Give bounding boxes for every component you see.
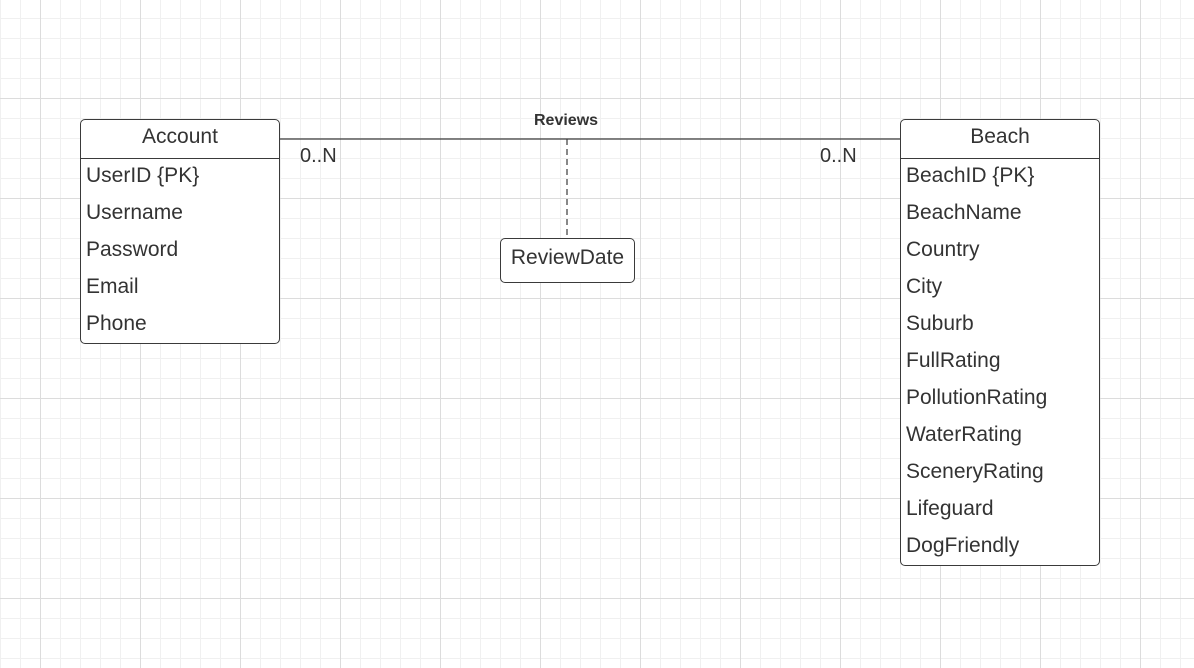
entity-beach[interactable]: Beach BeachID {PK} BeachName Country Cit… bbox=[900, 119, 1100, 566]
left-multiplicity[interactable]: 0..N bbox=[300, 145, 337, 167]
relationship-attribute-box[interactable]: ReviewDate bbox=[500, 238, 635, 283]
attribute-item: BeachName bbox=[906, 201, 1022, 224]
relationship-attribute-text: ReviewDate bbox=[510, 246, 625, 269]
attribute-item: Email bbox=[86, 275, 139, 298]
attribute-item: WaterRating bbox=[906, 423, 1022, 446]
entity-beach-attributes: BeachID {PK} BeachName Country City Subu… bbox=[901, 159, 1099, 566]
attribute-item: PollutionRating bbox=[906, 386, 1048, 409]
attribute-item: BeachID {PK} bbox=[906, 164, 1035, 187]
attribute-item: Phone bbox=[86, 312, 147, 335]
attribute-item: Username bbox=[86, 201, 183, 224]
attribute-item: FullRating bbox=[906, 349, 1001, 372]
attribute-item: Password bbox=[86, 238, 179, 261]
attribute-item: Country bbox=[906, 238, 980, 261]
attribute-item: DogFriendly bbox=[906, 534, 1020, 557]
attribute-item: City bbox=[906, 275, 943, 298]
entity-account-attributes: UserID {PK} Username Password Email Phon… bbox=[81, 159, 279, 344]
attribute-item: SceneryRating bbox=[906, 460, 1044, 483]
right-multiplicity[interactable]: 0..N bbox=[820, 145, 857, 167]
attribute-item: UserID {PK} bbox=[86, 164, 200, 187]
attribute-item: Suburb bbox=[906, 312, 974, 335]
relationship-label[interactable]: Reviews bbox=[534, 112, 599, 129]
attribute-item: Lifeguard bbox=[906, 497, 994, 520]
entity-account[interactable]: Account UserID {PK} Username Password Em… bbox=[80, 119, 280, 344]
entity-account-title: Account bbox=[81, 120, 279, 159]
entity-beach-title: Beach bbox=[901, 120, 1099, 159]
